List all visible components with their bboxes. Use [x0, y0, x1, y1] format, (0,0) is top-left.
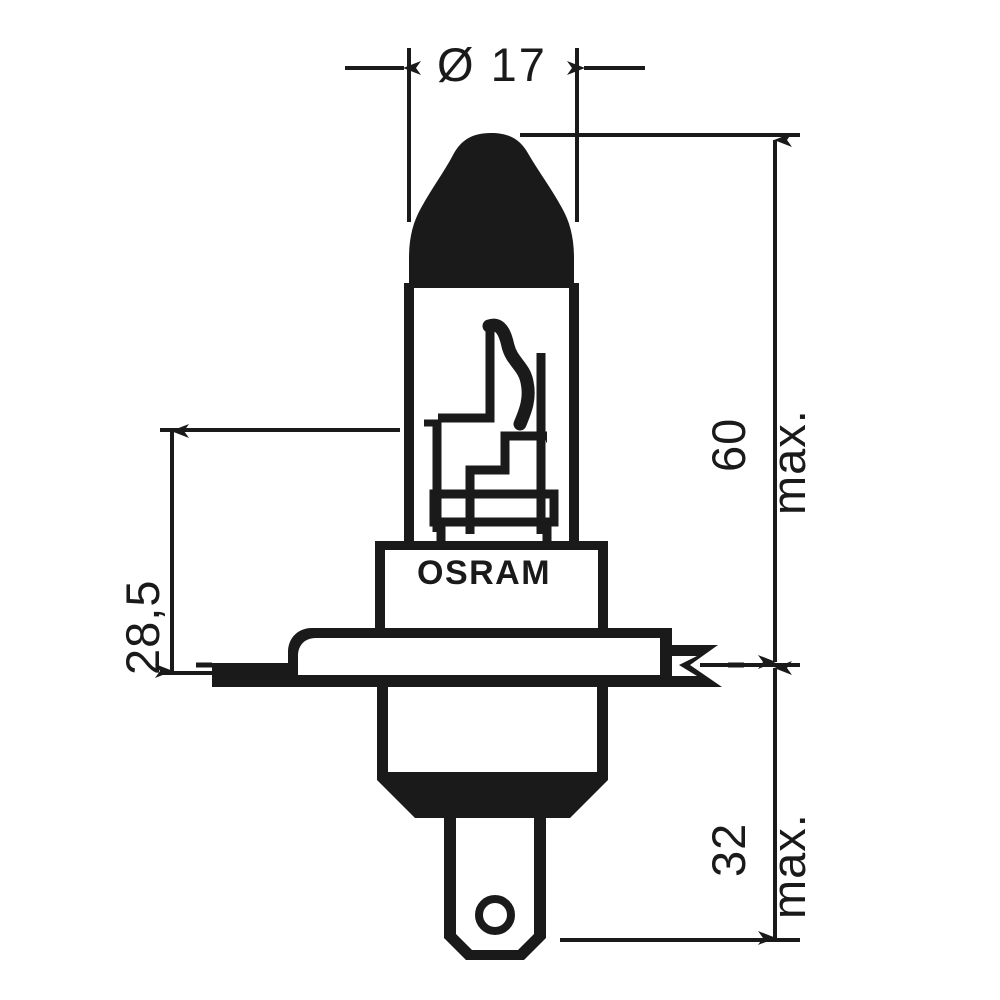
base-body	[375, 541, 608, 636]
base-skirt	[377, 687, 608, 818]
filament-shield-box	[429, 489, 559, 527]
dimension-label-28-5: 28,5	[116, 579, 169, 675]
base-body-left-wall	[375, 541, 385, 636]
flange-plate	[212, 628, 672, 687]
dimension-line-group-32max	[560, 661, 800, 945]
pinch-seal-plate	[375, 541, 608, 550]
filament-coil-upper	[482, 318, 535, 431]
dimension-label-diameter: Ø 17	[437, 38, 547, 91]
dimension-label-32: 32	[702, 822, 755, 877]
bulb-tip-blackened	[409, 133, 574, 288]
filament-assembly	[424, 318, 559, 542]
base-body-right-wall	[598, 541, 608, 636]
dimension-qualifier-60-max: max.	[762, 409, 815, 515]
support-wire-upper-left	[438, 330, 495, 423]
contact-blade	[444, 812, 546, 960]
flange-bar	[212, 675, 672, 687]
envelope-wall-right	[569, 283, 579, 545]
flange-riser-right	[660, 628, 672, 687]
skirt-bottom-taper	[377, 772, 608, 818]
flange-index-key	[672, 645, 722, 687]
flange-tab-left	[212, 663, 298, 675]
dimension-line-group-diameter	[345, 48, 645, 222]
brand-marking-osram: OSRAM	[417, 554, 552, 592]
contact-blade-hole	[475, 895, 515, 935]
dimension-label-60: 60	[702, 417, 755, 472]
glass-envelope	[404, 283, 579, 545]
contact-blade-outline	[444, 812, 546, 960]
envelope-wall-left	[404, 283, 414, 545]
dimension-qualifier-32-max: max.	[762, 813, 815, 919]
skirt-wall-left	[377, 687, 388, 775]
skirt-wall-right	[597, 687, 608, 775]
reference-flange	[288, 628, 672, 683]
dimension-line-group-60max	[520, 133, 800, 669]
